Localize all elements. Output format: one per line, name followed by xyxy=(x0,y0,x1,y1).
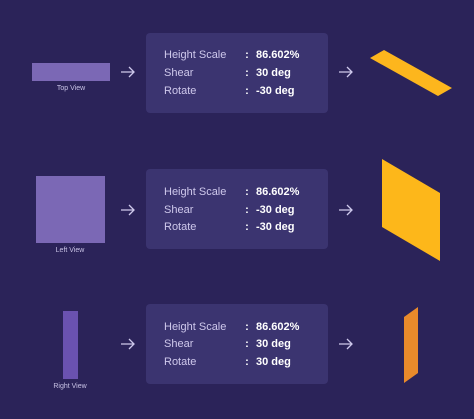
arrow-right-icon xyxy=(121,204,135,216)
colon: : xyxy=(245,356,249,368)
height-scale-key: Height Scale xyxy=(164,321,227,333)
rotate-key: Rotate xyxy=(164,221,197,233)
colon: : xyxy=(245,204,249,216)
height-scale-key: Height Scale xyxy=(164,186,227,198)
colon: : xyxy=(245,338,249,350)
rotate-key: Rotate xyxy=(164,85,197,97)
right-view-shape xyxy=(63,311,78,379)
left-view-label: Left View xyxy=(55,247,85,254)
rotate-key: Rotate xyxy=(164,356,197,368)
height-scale-value: 86.602% xyxy=(256,321,300,333)
left-view-shape xyxy=(36,176,105,243)
shear-key: Shear xyxy=(164,338,194,350)
arrow-right-icon xyxy=(121,66,135,78)
colon: : xyxy=(245,85,249,97)
arrow-right-icon xyxy=(339,66,353,78)
left-view-result-shape xyxy=(382,159,440,261)
top-view-label: Top View xyxy=(56,85,86,92)
transform-card-left: Height Scale : 86.602% Shear : -30 deg R… xyxy=(146,169,328,249)
height-scale-key: Height Scale xyxy=(164,49,227,61)
arrow-right-icon xyxy=(339,338,353,350)
right-view-result-shape xyxy=(404,307,418,383)
top-view-result-shape xyxy=(370,50,452,96)
transform-card-right: Height Scale : 86.602% Shear : 30 deg Ro… xyxy=(146,304,328,384)
rotate-value: 30 deg xyxy=(256,356,291,368)
rotate-value: -30 deg xyxy=(256,221,295,233)
arrow-right-icon xyxy=(121,338,135,350)
arrow-right-icon xyxy=(339,204,353,216)
colon: : xyxy=(245,321,249,333)
height-scale-value: 86.602% xyxy=(256,49,300,61)
shear-key: Shear xyxy=(164,204,194,216)
height-scale-value: 86.602% xyxy=(256,186,300,198)
colon: : xyxy=(245,49,249,61)
shear-value: 30 deg xyxy=(256,338,291,350)
colon: : xyxy=(245,221,249,233)
colon: : xyxy=(245,186,249,198)
colon: : xyxy=(245,67,249,79)
shear-key: Shear xyxy=(164,67,194,79)
right-view-label: Right View xyxy=(53,383,87,390)
transform-card-top: Height Scale : 86.602% Shear : 30 deg Ro… xyxy=(146,33,328,113)
shear-value: 30 deg xyxy=(256,67,291,79)
shear-value: -30 deg xyxy=(256,204,295,216)
top-view-shape xyxy=(32,63,110,81)
rotate-value: -30 deg xyxy=(256,85,295,97)
